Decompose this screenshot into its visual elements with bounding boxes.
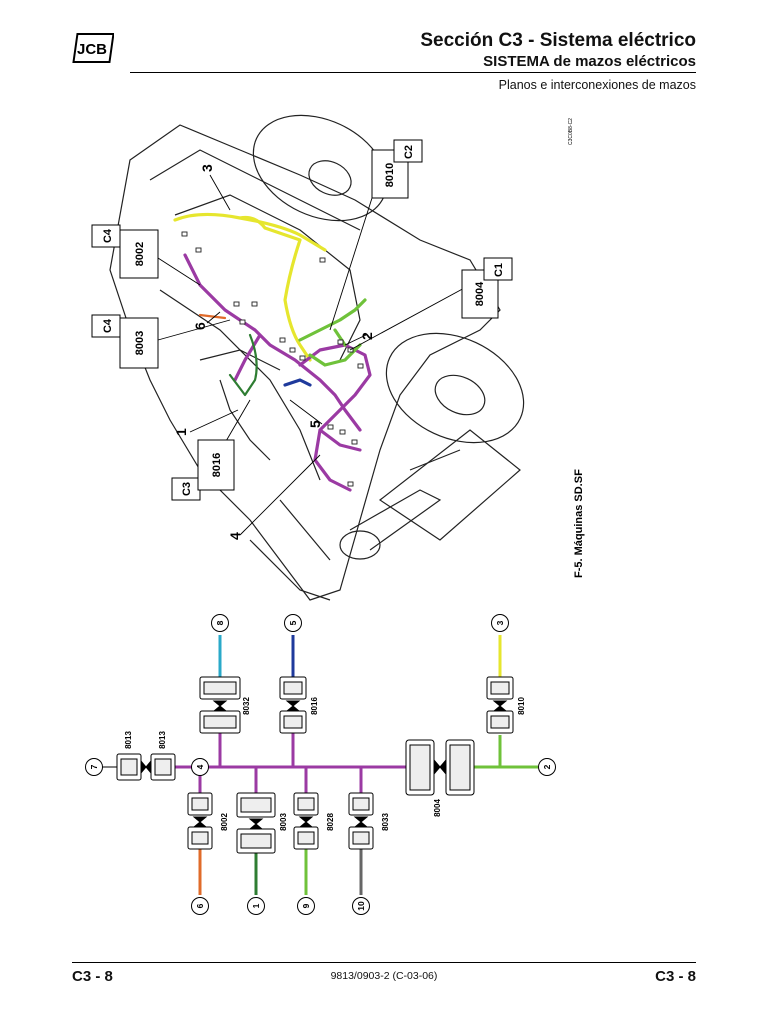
terminal-6: 6 <box>195 903 205 908</box>
header-divider <box>130 72 696 73</box>
jcb-logo: JCB <box>72 33 114 63</box>
callout-code-8004: 8004 <box>474 281 486 306</box>
connector-8032 <box>199 676 241 734</box>
terminal-2: 2 <box>542 764 552 769</box>
item-1: 1 <box>173 428 189 436</box>
connector-8013 <box>116 753 176 781</box>
terminal-1: 1 <box>251 903 261 908</box>
callout-section-8002: C4 <box>102 228 114 243</box>
callout-code-8002: 8002 <box>134 242 146 266</box>
callout-code-8010: 8010 <box>384 163 396 187</box>
page-number-left: C3 - 8 <box>72 968 113 985</box>
item-6: 6 <box>192 322 208 330</box>
connector-8028 <box>293 792 319 850</box>
callout-code-8003: 8003 <box>134 331 146 355</box>
callout-8004: 8004 C1 <box>461 257 513 319</box>
callout-section-8004: C1 <box>493 263 505 277</box>
figure-caption: F-5. Máquinas SD.SF <box>573 469 585 578</box>
item-3: 3 <box>199 164 215 172</box>
callout-section-8003: C4 <box>102 318 114 333</box>
leader-lines <box>157 174 469 536</box>
callout-code-8016: 8016 <box>211 453 223 477</box>
page-subtitle: SISTEMA de mazos eléctricos <box>483 53 696 70</box>
connector-marks <box>181 231 364 487</box>
footer-divider <box>72 962 696 963</box>
green-harness <box>298 298 367 367</box>
terminal-10: 10 <box>356 901 366 911</box>
item-2: 2 <box>359 332 375 340</box>
callout-section-8016: C3 <box>181 482 193 496</box>
section-subheading: Planos e interconexiones de mazos <box>498 78 696 92</box>
label-8028: 8028 <box>326 813 335 831</box>
item-4: 4 <box>227 532 243 540</box>
terminal-4: 4 <box>195 764 205 769</box>
connector-8016 <box>279 676 307 734</box>
callout-8003: C4 8003 <box>91 314 159 369</box>
callout-8016: C3 8016 <box>171 439 235 501</box>
page-title: Sección C3 - Sistema eléctrico <box>420 30 696 51</box>
terminal-8: 8 <box>215 620 225 625</box>
label-8032: 8032 <box>242 697 251 715</box>
page-number-right: C3 - 8 <box>655 968 696 985</box>
yellow-harness <box>173 212 327 362</box>
label-8013-b: 8013 <box>158 731 167 749</box>
label-8004: 8004 <box>433 799 442 817</box>
label-8003: 8003 <box>279 813 288 831</box>
logo-text: JCB <box>77 41 107 58</box>
item-5: 5 <box>307 420 323 428</box>
dark-green-harness <box>228 333 258 397</box>
figure-ref-code: C3C0B8-C2 <box>568 118 574 145</box>
connector-8033 <box>348 792 374 850</box>
blue-harness <box>283 378 312 387</box>
label-8033: 8033 <box>381 813 390 831</box>
connector-8010 <box>486 676 514 734</box>
callout-section-8010: C2 <box>403 145 415 159</box>
label-8013-a: 8013 <box>124 731 133 749</box>
label-8002: 8002 <box>220 813 229 831</box>
terminal-7: 7 <box>89 764 99 769</box>
terminal-5: 5 <box>288 620 298 625</box>
orange-harness <box>198 313 227 320</box>
terminal-3: 3 <box>495 620 505 625</box>
connector-8004 <box>405 739 475 796</box>
connector-8003 <box>236 792 276 854</box>
schematic: 8 5 3 7 4 2 6 1 9 10 <box>85 614 556 915</box>
label-8010: 8010 <box>517 697 526 715</box>
label-8016: 8016 <box>310 697 319 715</box>
connector-8002 <box>187 792 213 850</box>
callout-8002: C4 8002 <box>91 224 159 279</box>
terminal-9: 9 <box>301 903 311 908</box>
purple-harness <box>183 253 372 492</box>
callout-8010: 8010 C2 <box>371 139 423 199</box>
machine-illustration <box>109 114 525 601</box>
document-code: 9813/0903-2 (C-03-06) <box>330 970 438 982</box>
